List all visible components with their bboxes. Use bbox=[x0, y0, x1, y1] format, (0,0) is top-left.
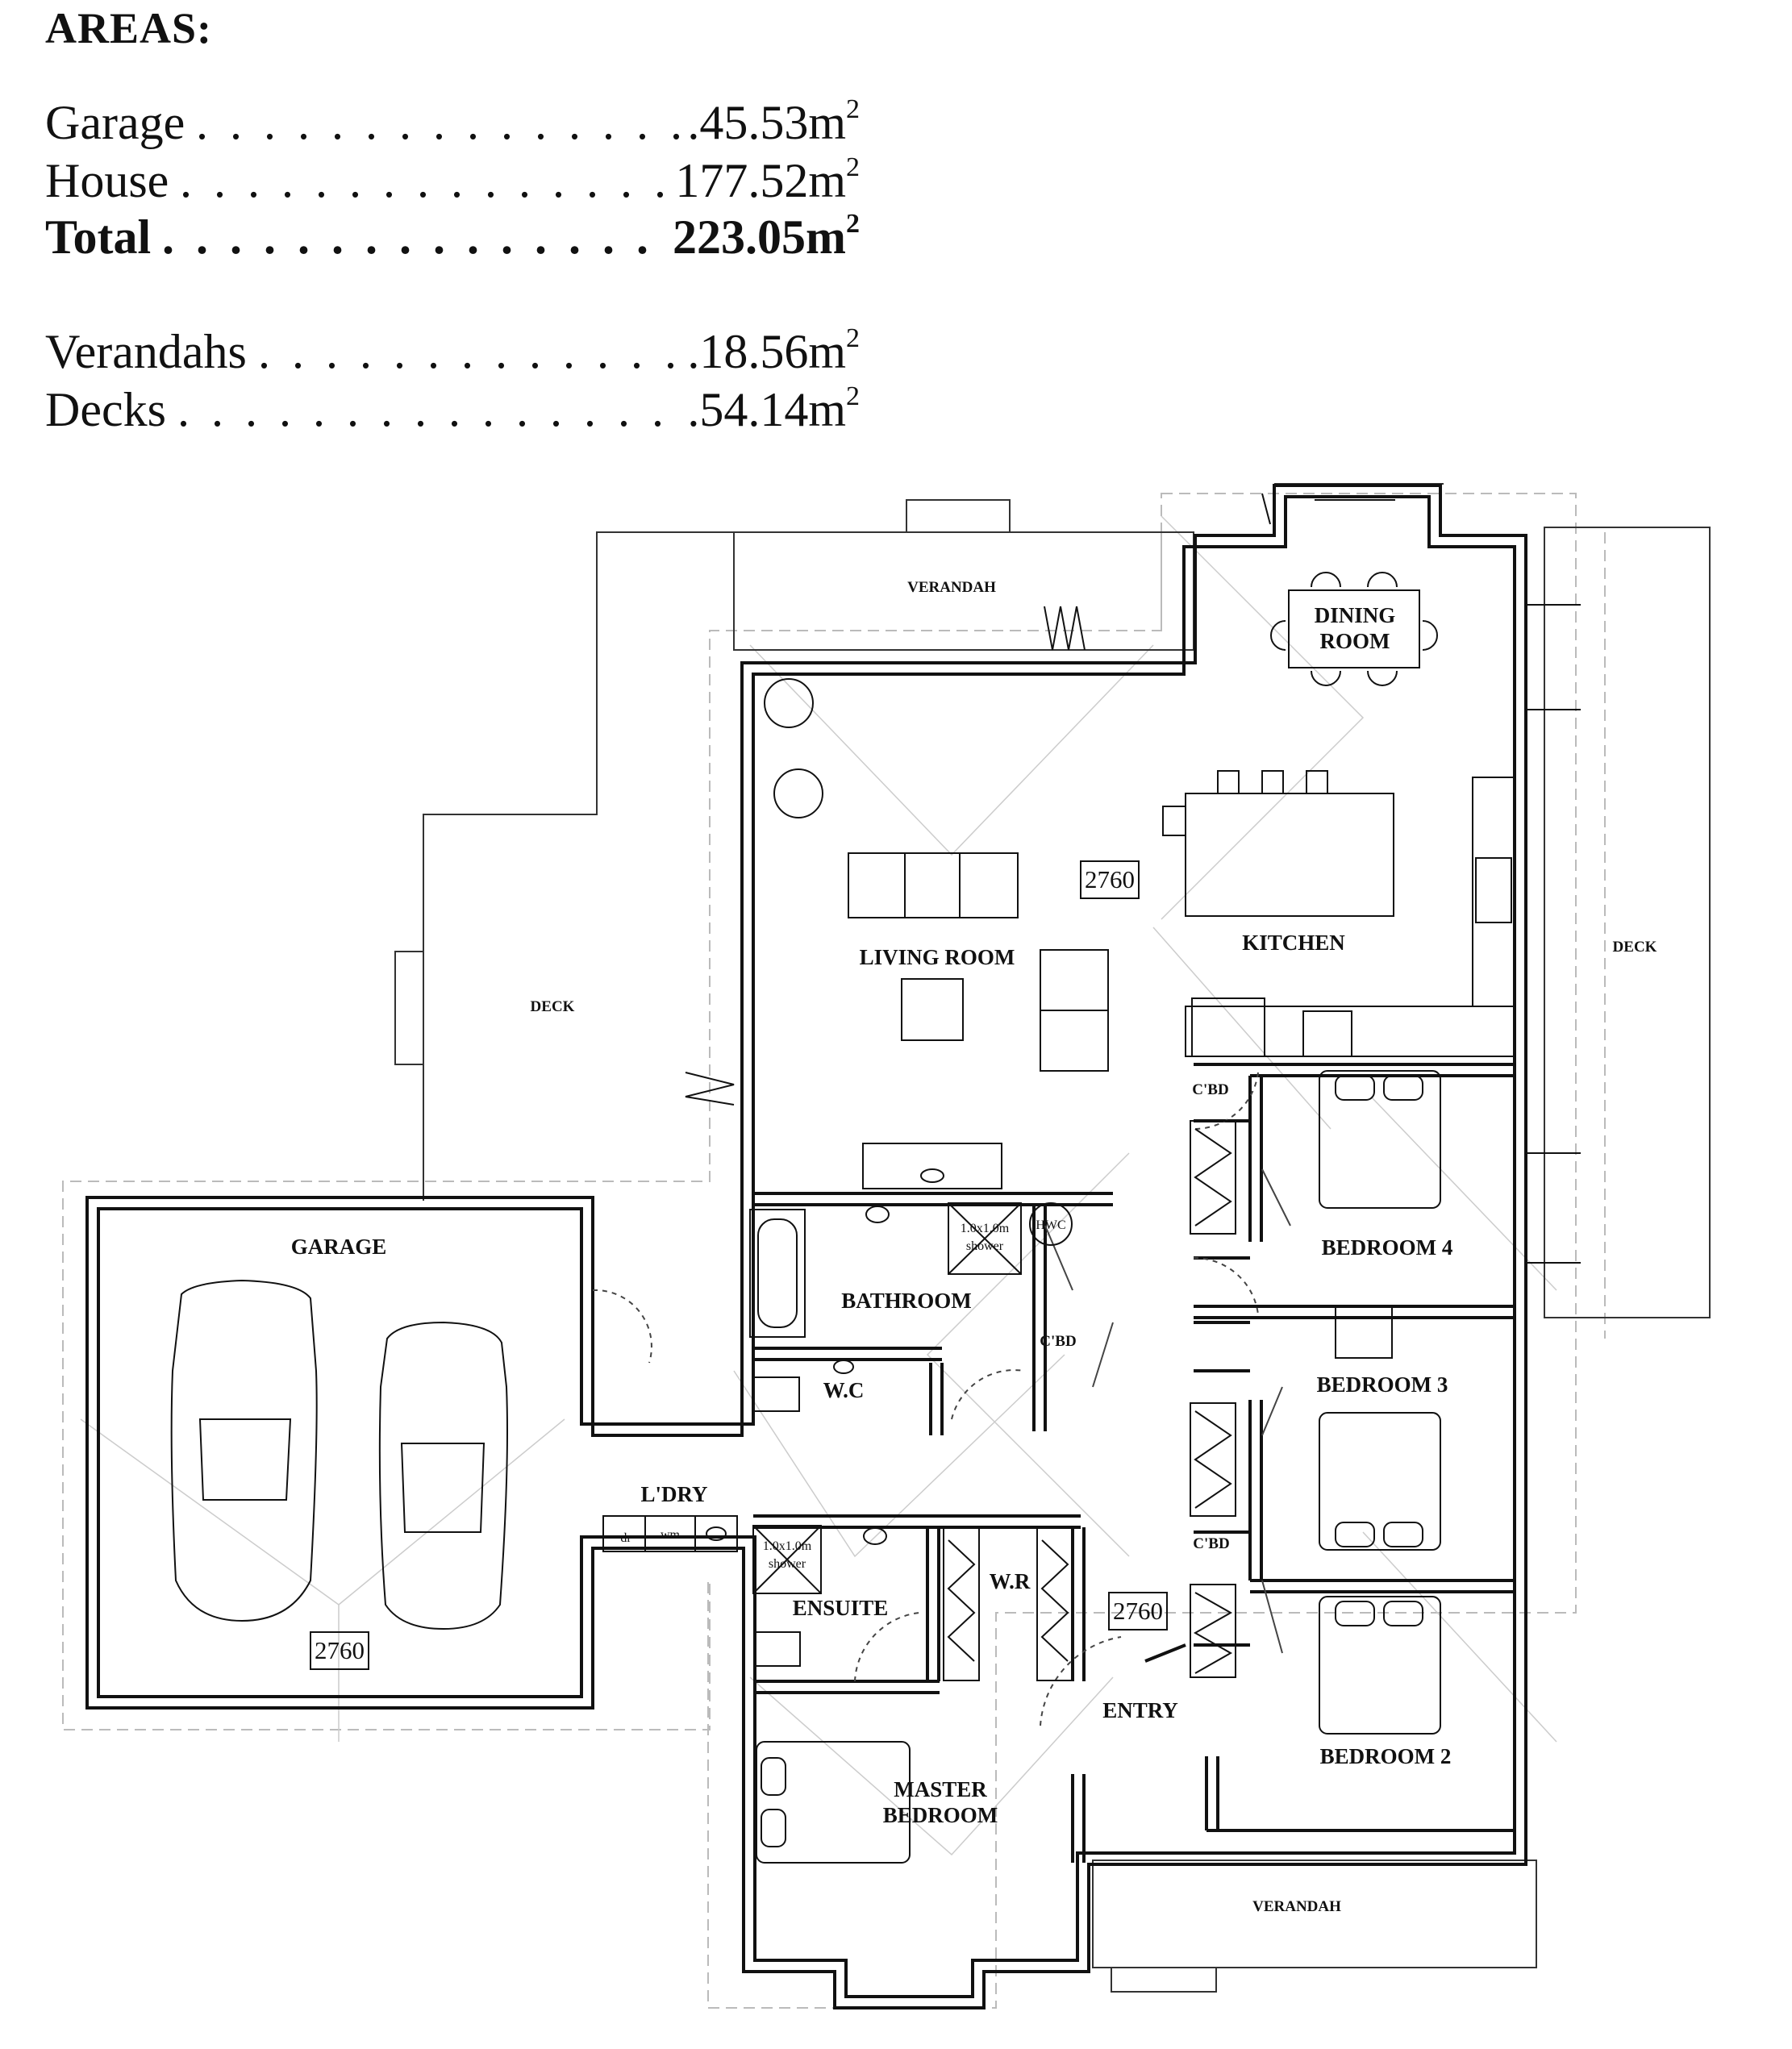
deck-right-label: DECK bbox=[1613, 939, 1657, 956]
area-unit-superscript: 2 bbox=[846, 323, 860, 353]
dining-room-label-2: ROOM bbox=[1320, 629, 1390, 653]
master-bedroom-label-2: BEDROOM bbox=[883, 1803, 998, 1827]
cupboard-bedroom-3-label: C'BD bbox=[1193, 1535, 1229, 1552]
bedroom-2-label: BEDROOM 2 bbox=[1320, 1744, 1452, 1768]
area-value: .18.56m2 bbox=[687, 323, 860, 381]
area-row-decks: Decks. . . . . . . . . . . . . . . . . .… bbox=[45, 381, 860, 439]
master-bedroom-label-1: MASTER bbox=[894, 1777, 987, 1801]
ceiling-height-living: 2760 bbox=[1085, 865, 1135, 893]
dining-room-label-1: DINING bbox=[1315, 603, 1396, 627]
ensuite-fixtures bbox=[752, 1525, 887, 1667]
leader-dots: . . . . . . . . . . . . . . . . . . . . … bbox=[196, 96, 681, 149]
entry-label: ENTRY bbox=[1102, 1698, 1178, 1722]
verandah-top-label: VERANDAH bbox=[907, 579, 996, 596]
ceiling-height-entry: 2760 bbox=[1113, 1597, 1163, 1625]
area-row-house: House. . . . . . . . . . . . . . . . . .… bbox=[45, 152, 860, 210]
areas-title: AREAS: bbox=[45, 4, 213, 52]
laundry-label: L'DRY bbox=[640, 1482, 707, 1506]
garage-label: GARAGE bbox=[291, 1235, 387, 1259]
doors bbox=[592, 1072, 1291, 1726]
beds bbox=[756, 1070, 1441, 1864]
area-number: .54.14m bbox=[687, 383, 846, 436]
windows bbox=[685, 493, 1581, 1264]
deck-left-label: DECK bbox=[531, 998, 575, 1015]
area-row-total: Total. . . . . . . . . . . . . . . . . .… bbox=[45, 208, 860, 266]
area-value: .45.53m2 bbox=[687, 94, 860, 152]
ceiling-height-garage: 2760 bbox=[315, 1636, 365, 1664]
walk-in-robe-label: W.R bbox=[990, 1569, 1031, 1593]
area-unit-superscript: 2 bbox=[846, 381, 860, 411]
living-room-label: LIVING ROOM bbox=[860, 945, 1015, 969]
wc-label: W.C bbox=[823, 1378, 865, 1402]
leader-dots: . . . . . . . . . . . . . . . . . . . . … bbox=[177, 383, 681, 436]
area-value: 223.05m2 bbox=[673, 208, 860, 266]
ceiling-height-box-entry bbox=[1108, 1592, 1168, 1630]
dryer-label: dr bbox=[620, 1531, 631, 1545]
area-unit-superscript: 2 bbox=[846, 152, 860, 182]
kitchen-fittings bbox=[1162, 770, 1515, 1057]
area-number: .45.53m bbox=[687, 96, 846, 149]
area-unit-superscript: 2 bbox=[846, 94, 860, 124]
bedroom-3-label: BEDROOM 3 bbox=[1317, 1372, 1448, 1397]
leader-dots: . . . . . . . . . . . . . . . . . . . . … bbox=[180, 154, 669, 207]
living-furniture bbox=[764, 678, 1109, 1189]
kitchen-label: KITCHEN bbox=[1242, 931, 1345, 955]
roof-ridge-lines bbox=[80, 515, 1557, 1856]
area-number: .18.56m bbox=[687, 325, 846, 378]
area-label: Total bbox=[45, 210, 152, 264]
interior-walls bbox=[753, 1063, 1515, 1863]
area-row-garage: Garage. . . . . . . . . . . . . . . . . … bbox=[45, 94, 860, 152]
leader-dots: . . . . . . . . . . . . . . . . . . . . … bbox=[162, 210, 666, 264]
floor-plan: DECK DECK VERANDAH VERANDAH bbox=[62, 483, 1711, 2009]
verandah-bottom-label: VERANDAH bbox=[1252, 1898, 1341, 1915]
area-value: .54.14m2 bbox=[687, 381, 860, 439]
hot-water-cylinder: HWC bbox=[1036, 1218, 1065, 1232]
bedroom-4-label: BEDROOM 4 bbox=[1322, 1235, 1453, 1260]
bath-shower-size: 1.0x1.0m bbox=[961, 1222, 1010, 1235]
ceiling-height-box-living bbox=[1080, 860, 1140, 899]
washing-machine-label: wm bbox=[661, 1528, 681, 1542]
exterior-walls bbox=[85, 484, 1527, 2009]
bathroom-label: BATHROOM bbox=[841, 1289, 972, 1313]
area-label: House bbox=[45, 154, 169, 207]
area-unit-superscript: 2 bbox=[846, 209, 860, 239]
area-number: 223.05m bbox=[673, 210, 846, 264]
area-number: 177.52m bbox=[675, 154, 846, 207]
wardrobes bbox=[943, 1120, 1236, 1681]
laundry-fittings bbox=[602, 1515, 738, 1552]
leader-dots: . . . . . . . . . . . . . . . . . . . . … bbox=[258, 325, 681, 378]
area-row-verandahs: Verandahs. . . . . . . . . . . . . . . .… bbox=[45, 323, 860, 381]
area-value: 177.52m2 bbox=[675, 152, 860, 210]
bath-shower-type: shower bbox=[966, 1239, 1004, 1253]
ensuite-shower-type: shower bbox=[769, 1557, 806, 1571]
ceiling-height-box-garage bbox=[310, 1631, 369, 1670]
area-label: Decks bbox=[45, 383, 166, 436]
area-label: Garage bbox=[45, 96, 185, 149]
cupboard-hall-label: C'BD bbox=[1040, 1333, 1076, 1350]
dining-table bbox=[1270, 572, 1438, 686]
garage-cars bbox=[170, 1279, 508, 1630]
cupboard-bedroom-4-label: C'BD bbox=[1192, 1081, 1228, 1098]
ensuite-label: ENSUITE bbox=[793, 1596, 889, 1620]
bathroom-fixtures bbox=[749, 1202, 1073, 1412]
ensuite-shower-size: 1.0x1.0m bbox=[763, 1539, 812, 1553]
area-label: Verandahs bbox=[45, 325, 247, 378]
deck-outlines bbox=[394, 527, 1711, 1318]
